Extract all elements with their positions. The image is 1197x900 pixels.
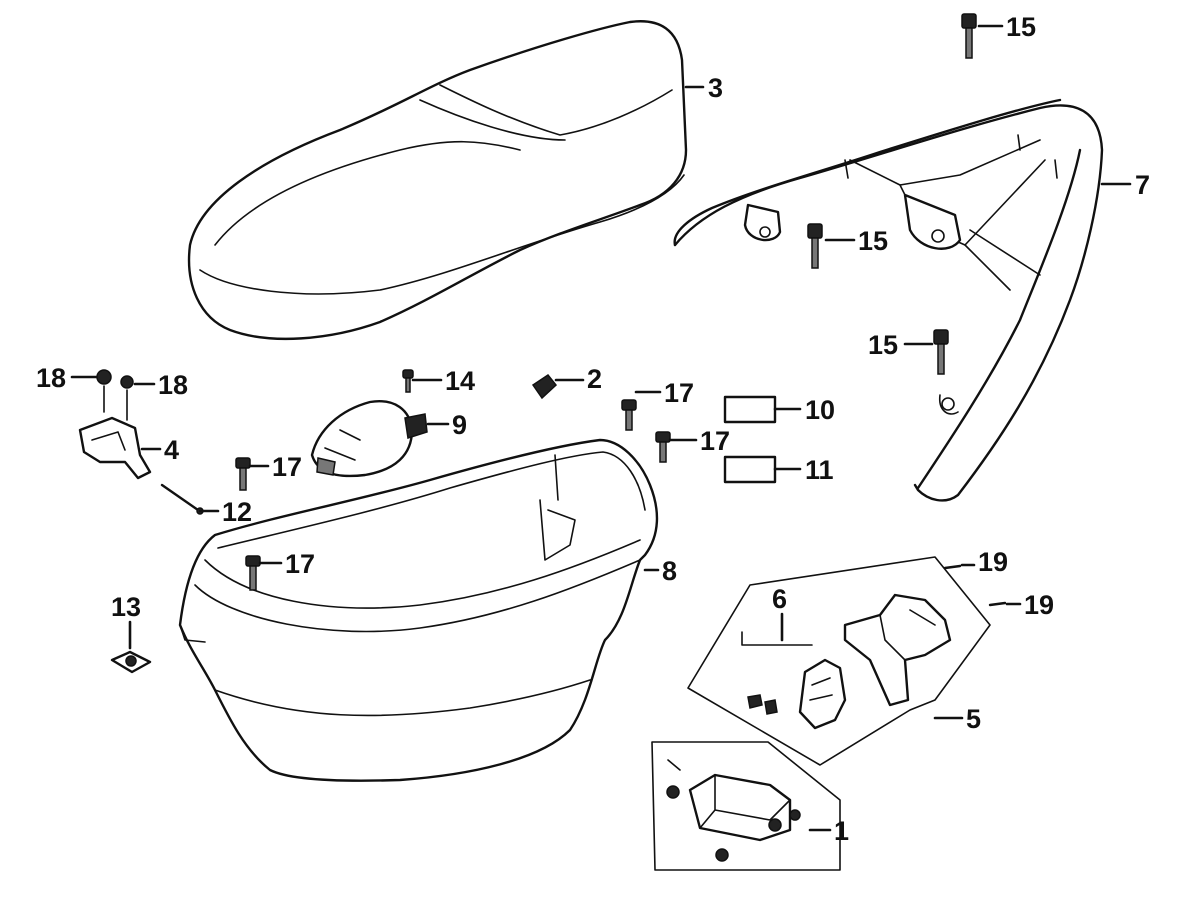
- callout-13: 13: [111, 592, 141, 622]
- lock-plate-assembly-part: [687, 556, 991, 766]
- callout-15-low: 15: [868, 330, 898, 360]
- bolt-12: [160, 483, 204, 515]
- callout-17-c: 17: [272, 452, 302, 482]
- callout-18-right: 18: [158, 370, 188, 400]
- damper-part: [310, 400, 428, 478]
- callout-8: 8: [662, 556, 677, 586]
- latch-bracket-part: [78, 369, 152, 480]
- screw-19-a: [943, 564, 962, 570]
- callout-17-d: 17: [285, 549, 315, 579]
- lock-assembly-part: [651, 741, 841, 871]
- callout-11: 11: [805, 455, 834, 485]
- bolt-17-b: [655, 431, 671, 463]
- callout-5: 5: [966, 704, 981, 734]
- callout-14: 14: [445, 366, 475, 396]
- callout-7: 7: [1135, 170, 1150, 200]
- callout-6: 6: [772, 584, 787, 614]
- callout-10: 10: [805, 395, 835, 425]
- bolt-17-d: [245, 555, 261, 591]
- callout-12: 12: [222, 497, 252, 527]
- callout-17-a: 17: [664, 378, 694, 408]
- leader-lines: [70, 24, 1132, 832]
- clip-2: [531, 373, 558, 400]
- bolt-15-top: [961, 13, 977, 59]
- seat-part: [187, 20, 688, 341]
- callout-15-mid: 15: [858, 226, 888, 256]
- callout-19-a: 19: [978, 547, 1008, 577]
- rear-carrier-part: [673, 98, 1104, 502]
- bolt-15-mid: [807, 223, 823, 269]
- callout-19-b: 19: [1024, 590, 1054, 620]
- luggage-box-part: [178, 438, 659, 782]
- bolt-17-a: [621, 399, 637, 431]
- callout-17-b: 17: [700, 426, 730, 456]
- callout-1: 1: [834, 816, 849, 846]
- callout-2: 2: [587, 364, 602, 394]
- screw-14: [402, 369, 414, 393]
- label-11: [723, 455, 777, 484]
- bolt-17-c: [235, 457, 251, 491]
- bolt-15-low: [933, 329, 949, 375]
- callout-9: 9: [452, 410, 467, 440]
- nut-13: [110, 650, 152, 674]
- callout-15-top: 15: [1006, 12, 1036, 42]
- callout-3: 3: [708, 73, 723, 103]
- label-10: [723, 395, 777, 424]
- callout-4: 4: [164, 435, 179, 465]
- callout-18-left: 18: [36, 363, 66, 393]
- screw-19-b: [988, 601, 1007, 607]
